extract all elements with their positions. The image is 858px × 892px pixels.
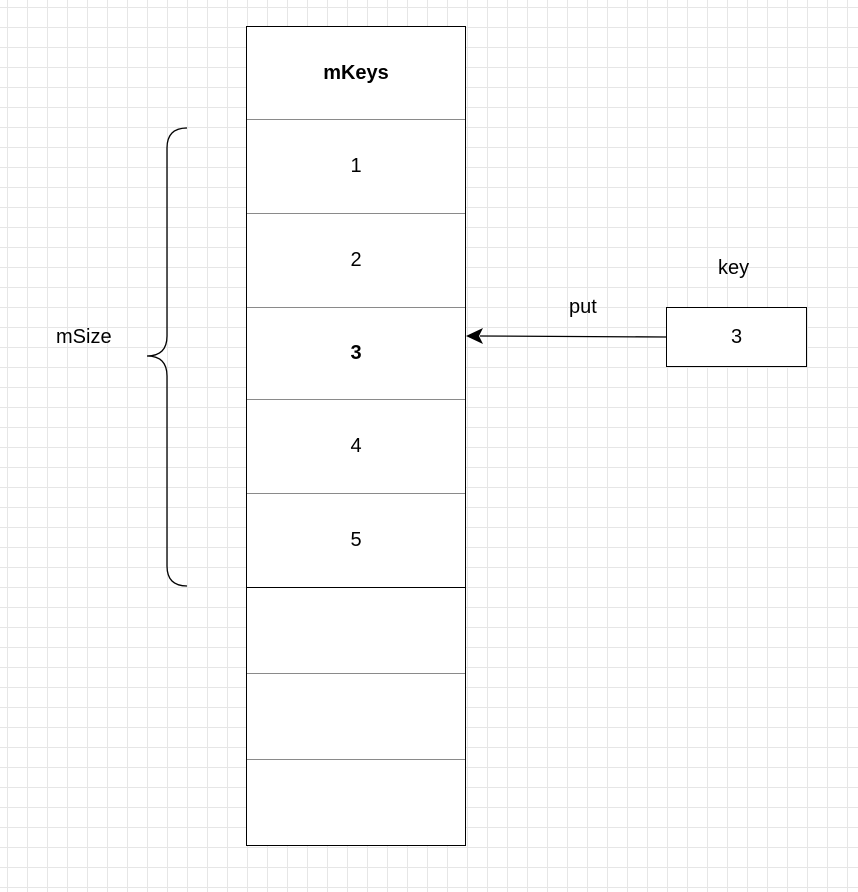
array-cell-7 xyxy=(247,673,465,759)
array-header: mKeys xyxy=(323,61,389,84)
array-cell-8 xyxy=(247,759,465,845)
msize-brace xyxy=(146,127,188,587)
key-title: key xyxy=(718,257,750,279)
put-arrowhead xyxy=(466,328,483,344)
put-label: put xyxy=(569,296,597,318)
array-cell-5: 5 xyxy=(247,493,465,587)
array-cell-4: 4 xyxy=(247,399,465,493)
key-value: 3 xyxy=(730,325,743,348)
mkeys-array: mKeys 1 2 3 4 5 xyxy=(246,26,466,846)
array-cell-3: 3 xyxy=(247,307,465,399)
key-box: 3 xyxy=(666,307,807,367)
array-cell-2: 2 xyxy=(247,213,465,307)
array-cell-1: 1 xyxy=(247,119,465,213)
array-cell-6 xyxy=(247,587,465,673)
put-arrow-line xyxy=(479,335,667,338)
msize-label: mSize xyxy=(56,326,112,348)
